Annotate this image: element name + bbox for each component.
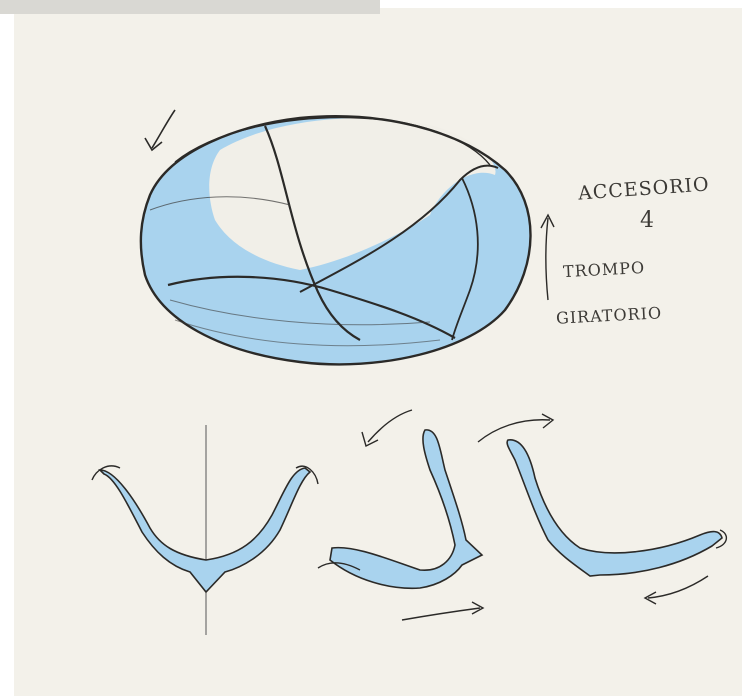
section-tilted-right-fill <box>507 440 722 576</box>
section-tilted-right <box>478 414 726 604</box>
section-tilted-left-fill <box>330 430 482 588</box>
section-tilted-left <box>318 410 483 620</box>
spinning-top-sketch <box>141 110 531 364</box>
section-upright-fill <box>100 468 310 592</box>
section-upright <box>92 425 318 635</box>
rotation-arrow-top <box>152 110 175 148</box>
annotation-arrow <box>546 218 548 300</box>
annotation-number: 4 <box>640 208 655 233</box>
